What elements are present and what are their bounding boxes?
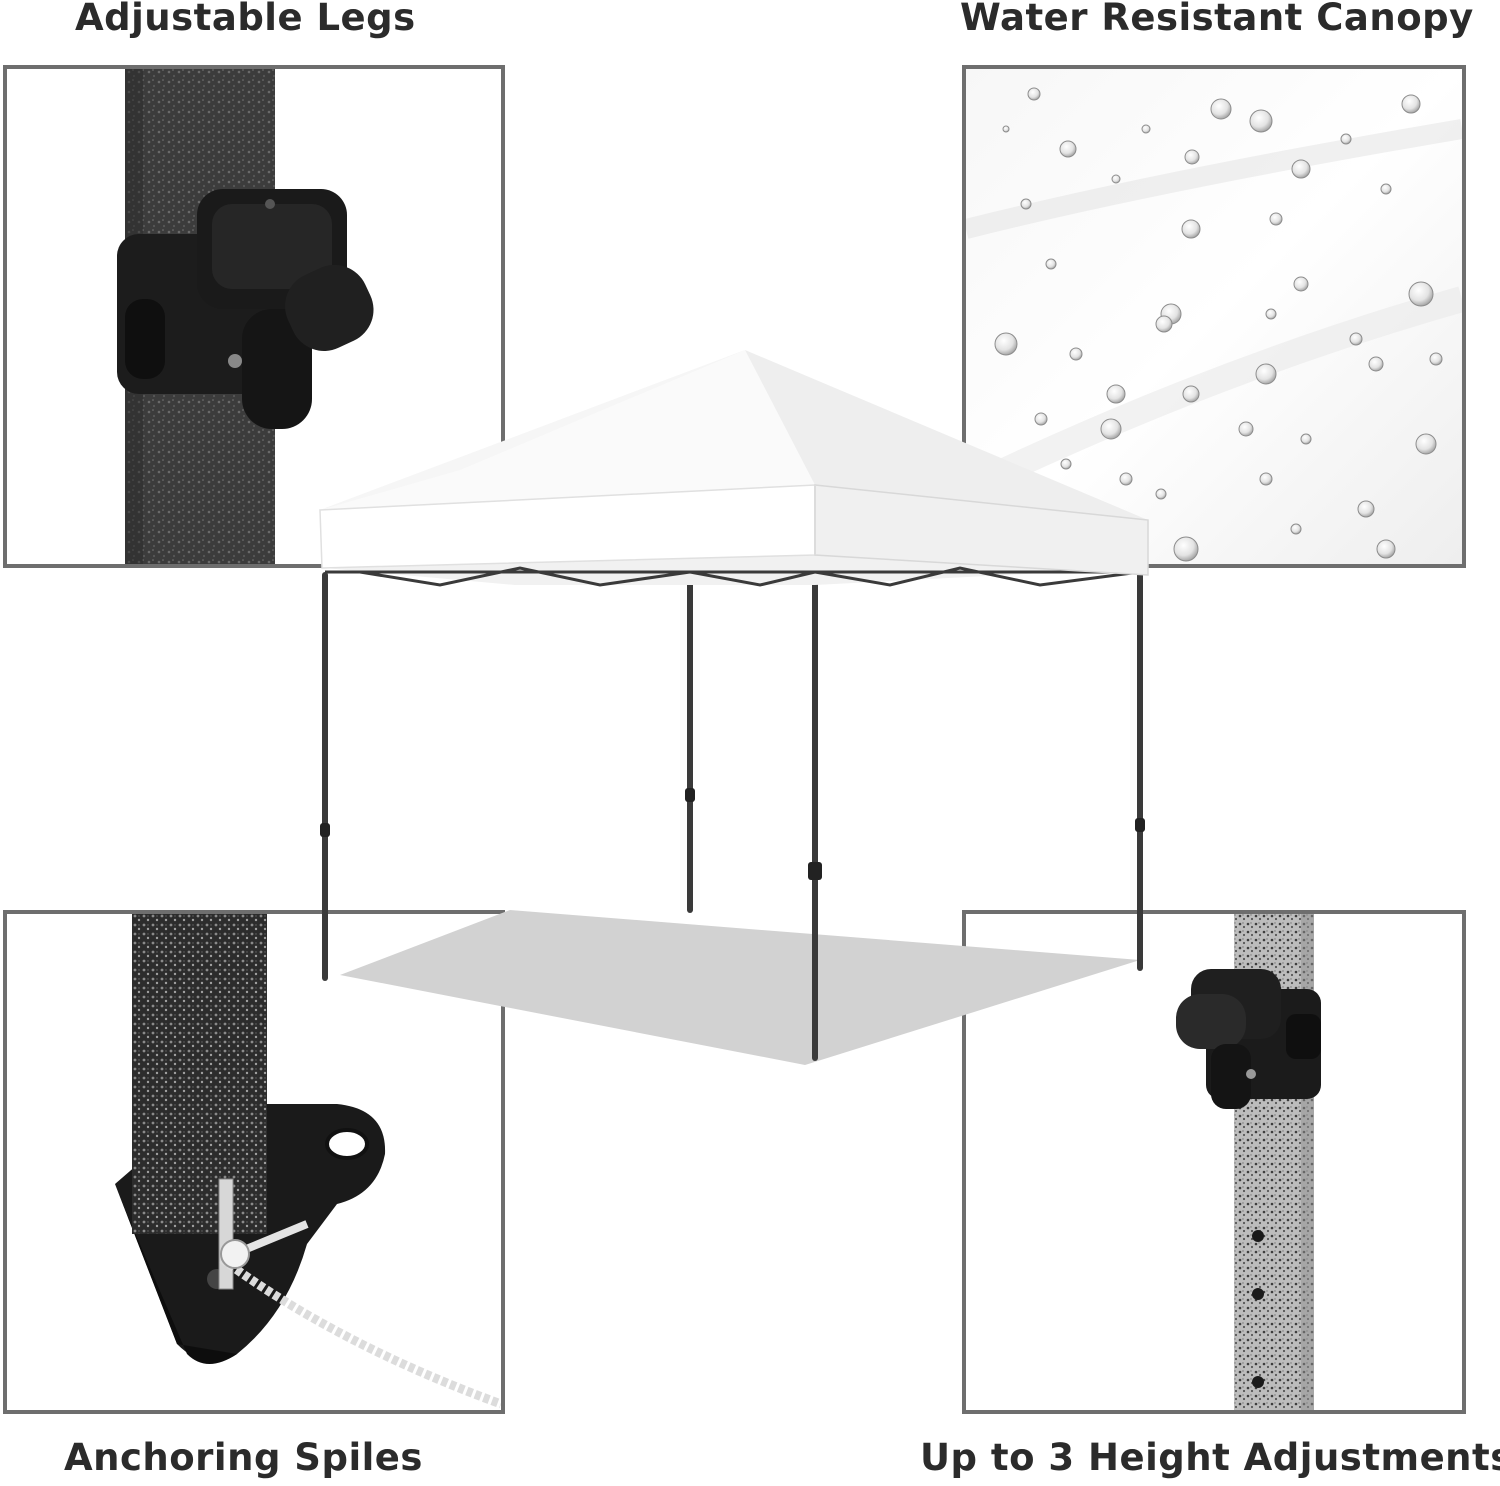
anchor-foot-icon [7,914,501,1410]
feature-label-anchoring: Anchoring Spiles [64,1436,423,1479]
feature-label-water-resistant: Water Resistant Canopy [960,0,1474,39]
anchoring-spiles-panel [3,910,505,1414]
canopy-tent-image [319,350,1149,1065]
leg-clamp-icon [7,69,501,564]
feature-label-height: Up to 3 Height Adjustments [920,1436,1500,1479]
adjustable-legs-panel [3,65,505,568]
height-adjustments-panel [962,910,1466,1414]
feature-label-adjustable-legs: Adjustable Legs [75,0,416,39]
height-clamp-icon [966,914,1462,1410]
